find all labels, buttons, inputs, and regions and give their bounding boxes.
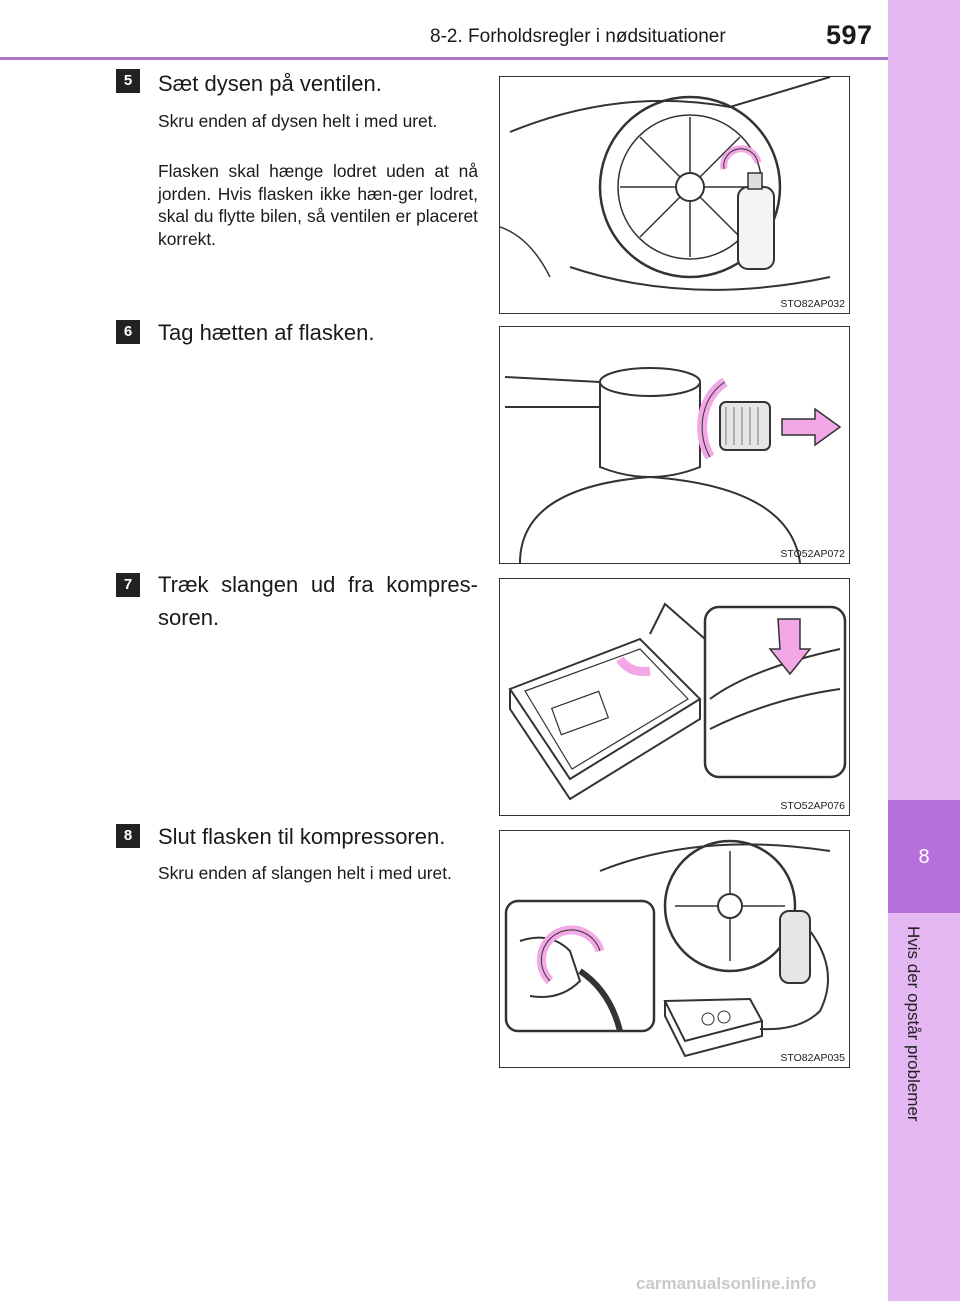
step-title: Træk slangen ud fra kompres-soren. [158,572,478,630]
chapter-side-tab [888,0,960,1301]
step-number-badge: 8 [116,824,140,848]
figure-code: STO52AP072 [780,548,845,560]
chapter-number: 8 [918,846,930,868]
step-description: Skru enden af dysen helt i med uret. [158,111,438,131]
figure-connect-bottle-to-compressor: STO82AP035 [499,830,850,1068]
figure-code: STO82AP035 [780,1052,845,1064]
compressor-hose-illustration [508,602,847,801]
figure-remove-bottle-cap: STO52AP072 [499,326,850,564]
figure-code: STO52AP076 [780,800,845,812]
section-title: 8-2. Forholdsregler i nødsituationer [430,26,726,47]
step-title: Slut flasken til kompressoren. [158,824,446,849]
header-divider [0,57,888,60]
tire-valve-illustration [500,77,831,291]
page-number: 597 [826,20,873,50]
bottle-compressor-illustration [504,839,831,1058]
figure-code: STO82AP032 [780,298,845,310]
step-number-badge: 6 [116,320,140,344]
bottle-cap-illustration [504,367,842,563]
step-number-badge: 7 [116,573,140,597]
step-number-badge: 5 [116,69,140,93]
step-title: Tag hætten af flasken. [158,320,375,345]
step-description: Flasken skal hænge lodret uden at nå jor… [158,161,478,249]
step-description: Skru enden af slangen helt i med uret. [158,863,452,883]
watermark: carmanualsonline.info [636,1274,817,1293]
figure-nozzle-on-valve: STO82AP032 [499,76,850,314]
step-title: Sæt dysen på ventilen. [158,71,382,96]
figure-pull-hose-from-compressor: STO52AP076 [499,578,850,816]
chapter-title: Hvis der opstår problemer [904,926,923,1122]
chapter-number-tab [888,800,960,913]
